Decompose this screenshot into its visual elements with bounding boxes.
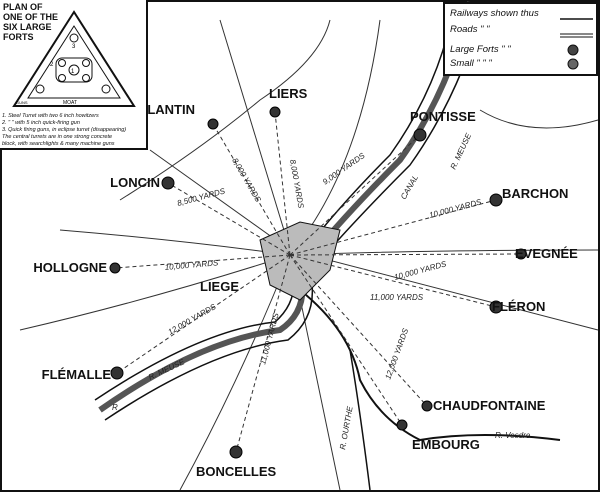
fort-small-icon <box>269 106 281 118</box>
turret-number: 3 <box>72 44 76 50</box>
large-fort-icon <box>567 44 579 56</box>
fort-label: EMBOURG <box>412 437 480 452</box>
fort-small-icon <box>396 419 408 431</box>
small-fort-icon <box>567 58 579 70</box>
legend-symbols <box>560 18 593 70</box>
inset-title: PLAN OF ONE OF THE SIX LARGE FORTS <box>3 2 59 42</box>
river-label: R. OURTHE <box>338 405 355 450</box>
fort-large-icon <box>413 128 427 142</box>
distance-label: 9,000 YARDS <box>321 151 367 187</box>
note: 1. Steel Turret with two 6 inch howitzer… <box>2 113 99 119</box>
distance-label: 8,000 YARDS <box>288 159 306 210</box>
river-label: R. MEUSE <box>147 357 186 382</box>
distance-label: 10,000 YARDS <box>164 258 219 272</box>
fort-label: HOLLOGNE <box>33 260 107 275</box>
fort-label: FLÉMALLE <box>42 367 112 382</box>
city-area <box>259 221 341 301</box>
fort-plan-inset: PLAN OF ONE OF THE SIX LARGE FORTS 1 2 3… <box>0 0 148 150</box>
note: The central turrets are in one strong co… <box>2 134 113 140</box>
distance-label: 8,000 YARDS <box>230 157 263 205</box>
distance-label: 11,000 YARDS <box>258 311 281 365</box>
fort-small-icon <box>109 262 121 274</box>
fort-plan-diagram: 1 2 3 MOAT GUNS <box>12 10 136 107</box>
distance-label: 12,000 YARDS <box>167 302 219 337</box>
turret-number: 1 <box>71 69 75 75</box>
note: 3. Quick firing guns, in eclipse turret … <box>2 127 127 133</box>
distance-label: 8,500 YARDS <box>176 186 227 208</box>
turret-number: 2 <box>50 62 54 68</box>
distance-label: 12,000 YARDS <box>383 327 410 381</box>
fort-label: FLÉRON <box>492 299 545 314</box>
distance-lines <box>114 111 522 453</box>
fort-label: LONCIN <box>110 175 160 190</box>
river-label: R. MEUSE <box>449 131 474 170</box>
fort-small-icon <box>207 118 219 130</box>
fort-label: LIERS <box>269 86 308 101</box>
fort-label: BONCELLES <box>196 464 277 479</box>
fort-small-icon <box>421 400 433 412</box>
distance-label: 10,000 YARDS <box>393 259 448 282</box>
fort-label: LANTIN <box>147 102 195 117</box>
legend-large-forts: Large Forts " " <box>450 44 511 55</box>
fort-label: EVEGNÉE <box>515 246 578 261</box>
city-label: LIEGE <box>200 279 239 294</box>
fort-label: PONTISSE <box>410 109 476 124</box>
distance-label: 11,000 YARDS <box>370 293 424 302</box>
fort-large-icon <box>110 366 124 380</box>
fort-large-icon <box>489 300 503 314</box>
fort-large-icon <box>489 193 503 207</box>
legend-small-forts: Small " " " <box>450 58 492 69</box>
river-label: R. Vesdre <box>495 431 531 440</box>
fort-small-icon <box>515 248 527 260</box>
distance-label: 10,000 YARDS <box>428 197 483 220</box>
moat-label: MOAT <box>63 100 77 106</box>
fort-label: CHAUDFONTAINE <box>433 398 546 413</box>
river-label: CANAL <box>399 173 420 201</box>
legend: Railways shown thus Roads " " Large Fort… <box>443 2 598 76</box>
inset-notes: 1. Steel Turret with two 6 inch howitzer… <box>2 113 146 148</box>
river-label: R <box>112 403 118 412</box>
legend-railways: Railways shown thus <box>450 8 539 19</box>
legend-roads: Roads " " <box>450 24 490 35</box>
note: 2. " " with 5 inch quick-firing gun <box>2 120 80 126</box>
note: block, with searchlights & many machine … <box>2 141 115 147</box>
guns-label: GUNS <box>16 100 28 105</box>
fort-label: BARCHON <box>502 186 568 201</box>
fort-large-icon <box>161 176 175 190</box>
fort-large-icon <box>229 445 243 459</box>
